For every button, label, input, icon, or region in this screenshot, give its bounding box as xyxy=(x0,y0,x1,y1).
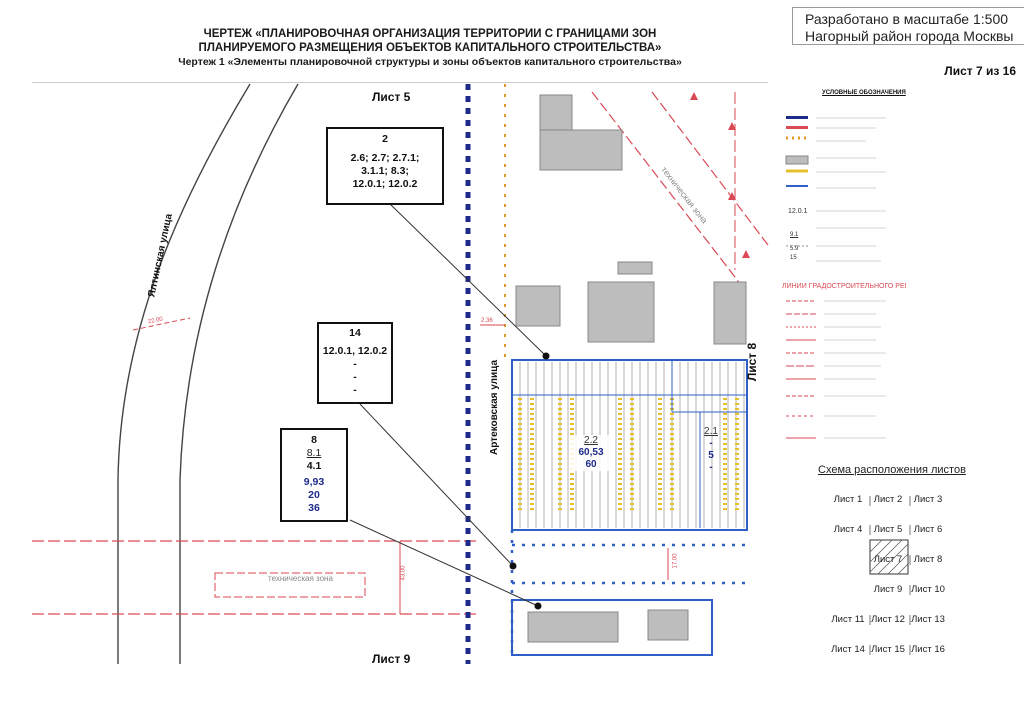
zone-21-value1: - xyxy=(709,438,713,449)
schema-sheet-3[interactable]: Лист 3 xyxy=(913,494,943,505)
tech-zone-line-2 xyxy=(651,91,769,246)
info-box-14[interactable]: 14 12.0.1, 12.0.2 - - - xyxy=(317,322,393,404)
building-5 xyxy=(713,281,747,345)
leader-dot-box14 xyxy=(509,562,517,570)
red-marker-4 xyxy=(742,250,750,258)
dim-label-1700: 17.00 xyxy=(672,553,679,569)
building-2 xyxy=(515,285,561,327)
leader-box14 xyxy=(359,403,514,567)
info-box-8-number: 8 xyxy=(311,434,317,446)
info-box-8-line3: 9,93 xyxy=(303,476,325,488)
leader-dot-box2 xyxy=(542,352,550,360)
zone-21-value2: 5 xyxy=(708,450,714,461)
info-box-2-number: 2 xyxy=(382,133,388,145)
schema-sheet-2[interactable]: Лист 2 xyxy=(873,494,903,505)
info-box-8-line1: 8.1 xyxy=(306,447,322,459)
sheet-label-bottom[interactable]: Лист 9 xyxy=(372,652,411,666)
dim-label-4300: 43.00 xyxy=(400,565,407,581)
zone-21-value3: - xyxy=(709,462,713,473)
schema-sheet-8[interactable]: Лист 8 xyxy=(913,554,943,565)
building-3 xyxy=(587,281,655,343)
street-edge-east xyxy=(179,83,299,664)
info-box-14-line1: 12.0.1, 12.0.2 xyxy=(322,345,388,357)
sheet-label-top[interactable]: Лист 5 xyxy=(372,90,411,104)
dim-label-236: 2.36 xyxy=(481,318,493,324)
info-box-2[interactable]: 2 2.6; 2.7; 2.7.1; 3.1.1; 8.3; 12.0.1; 1… xyxy=(326,127,444,205)
info-box-8[interactable]: 8 8.1 4.1 9,93 20 36 xyxy=(280,428,348,522)
schema-sheet-13[interactable]: Лист 13 xyxy=(911,614,945,625)
building-1b xyxy=(539,129,623,171)
info-box-14-number: 14 xyxy=(349,327,361,339)
info-box-2-line3: 12.0.1; 12.0.2 xyxy=(352,178,418,190)
title-line-1: ЧЕРТЕЖ «ПЛАНИРОВОЧНАЯ ОРГАНИЗАЦИЯ ТЕРРИТ… xyxy=(203,28,657,40)
red-marker-1 xyxy=(690,92,698,100)
map-frame xyxy=(32,82,768,665)
schema-sheet-10[interactable]: Лист 10 xyxy=(911,584,945,595)
building-4 xyxy=(617,261,653,275)
legend-sample-a: 9.1 xyxy=(790,232,799,238)
schema-sheet-6[interactable]: Лист 6 xyxy=(913,524,943,535)
red-marker-2 xyxy=(728,122,736,130)
sheet-number: Лист 7 из 16 xyxy=(944,64,1016,78)
info-box-14-line2: - xyxy=(353,358,357,370)
schema-sheet-5[interactable]: Лист 5 xyxy=(873,524,903,535)
tech-zone-line-1 xyxy=(591,91,746,291)
zone-21-label[interactable]: 2.1 - 5 - xyxy=(700,426,722,474)
legend-title: УСЛОВНЫЕ ОБОЗНАЧЕНИЯ xyxy=(822,90,906,96)
info-box-8-line4: 20 xyxy=(308,489,320,501)
info-box-8-line2: 4.1 xyxy=(306,460,322,472)
sheet-label-right[interactable]: Лист 8 xyxy=(745,342,760,382)
schema-sheet-1[interactable]: Лист 1 xyxy=(833,494,863,505)
zone-22-number: 2.2 xyxy=(584,435,598,446)
building-6 xyxy=(527,611,619,643)
legend-symbols: ЛИНИИ ГРАДОСТРОИТЕЛЬНОГО РЕГУЛИРОВАНИЯ xyxy=(782,116,906,439)
schema-current-sheet-box xyxy=(869,539,909,575)
leader-dot-box8 xyxy=(534,602,542,610)
info-box-8-line5: 36 xyxy=(308,502,320,514)
street-label-artekovskaya: Артековская улица xyxy=(489,359,501,456)
dim-line-2200 xyxy=(132,317,191,331)
legend-sample-c: 15 xyxy=(790,255,797,261)
schema-sheet-11[interactable]: Лист 11 xyxy=(831,614,865,625)
info-box-2-line1: 2.6; 2.7; 2.7.1; xyxy=(350,152,420,164)
info-box-14-line4: - xyxy=(353,384,357,396)
schema-title: Схема расположения листов xyxy=(818,464,966,476)
scale-box: Разработано в масштабе 1:500 Нагорный ра… xyxy=(792,7,1024,45)
scale-text: Разработано в масштабе 1:500 xyxy=(805,11,1009,27)
svg-text:ЛИНИИ ГРАДОСТРОИТЕЛЬНОГО РЕГУЛ: ЛИНИИ ГРАДОСТРОИТЕЛЬНОГО РЕГУЛИРОВАНИЯ xyxy=(782,283,906,290)
tech-zone-rect xyxy=(214,572,366,598)
info-box-2-line2: 3.1.1; 8.3; xyxy=(361,165,409,177)
leader-box2 xyxy=(389,203,547,357)
leader-box8 xyxy=(349,519,539,607)
schema-sheet-16[interactable]: Лист 16 xyxy=(911,644,945,655)
zone-22-value1: 60,53 xyxy=(578,447,604,458)
building-7 xyxy=(647,609,689,641)
schema-current-hatch xyxy=(869,539,909,575)
zone-22-label[interactable]: 2.2 60,53 60 xyxy=(570,435,612,471)
schema-sheet-9[interactable]: Лист 9 xyxy=(873,584,903,595)
schema-grid xyxy=(869,496,911,655)
legend-sample-b: 5.9 xyxy=(790,246,799,252)
red-marker-3 xyxy=(728,192,736,200)
zone-boundary-22 xyxy=(511,359,748,531)
district-text: Нагорный район города Москвы xyxy=(805,28,1014,44)
legend-code: 12.0.1 xyxy=(788,208,808,215)
zone-boundary-bottom xyxy=(511,599,713,656)
title-line-2: ПЛАНИРУЕМОГО РАЗМЕЩЕНИЯ ОБЪЕКТОВ КАПИТАЛ… xyxy=(198,42,662,54)
zone-22-value2: 60 xyxy=(585,459,597,470)
street-edge-west xyxy=(117,83,251,664)
zone-21-number: 2.1 xyxy=(704,426,718,437)
schema-sheet-14[interactable]: Лист 14 xyxy=(831,644,865,655)
info-box-14-line3: - xyxy=(353,371,357,383)
subtitle: Чертеж 1 «Элементы планировочной структу… xyxy=(178,56,682,68)
tech-zone-label-bottom: техническая зона xyxy=(268,574,333,583)
schema-sheet-15[interactable]: Лист 15 xyxy=(871,644,905,655)
schema-sheet-12[interactable]: Лист 12 xyxy=(871,614,905,625)
legend: УСЛОВНЫЕ ОБОЗНАЧЕНИЯ ЛИНИИ ГРАДОСТРОИТЕЛ… xyxy=(776,90,906,460)
schema-sheet-4[interactable]: Лист 4 xyxy=(833,524,863,535)
schema-sheet-7[interactable]: Лист 7 xyxy=(873,554,903,565)
